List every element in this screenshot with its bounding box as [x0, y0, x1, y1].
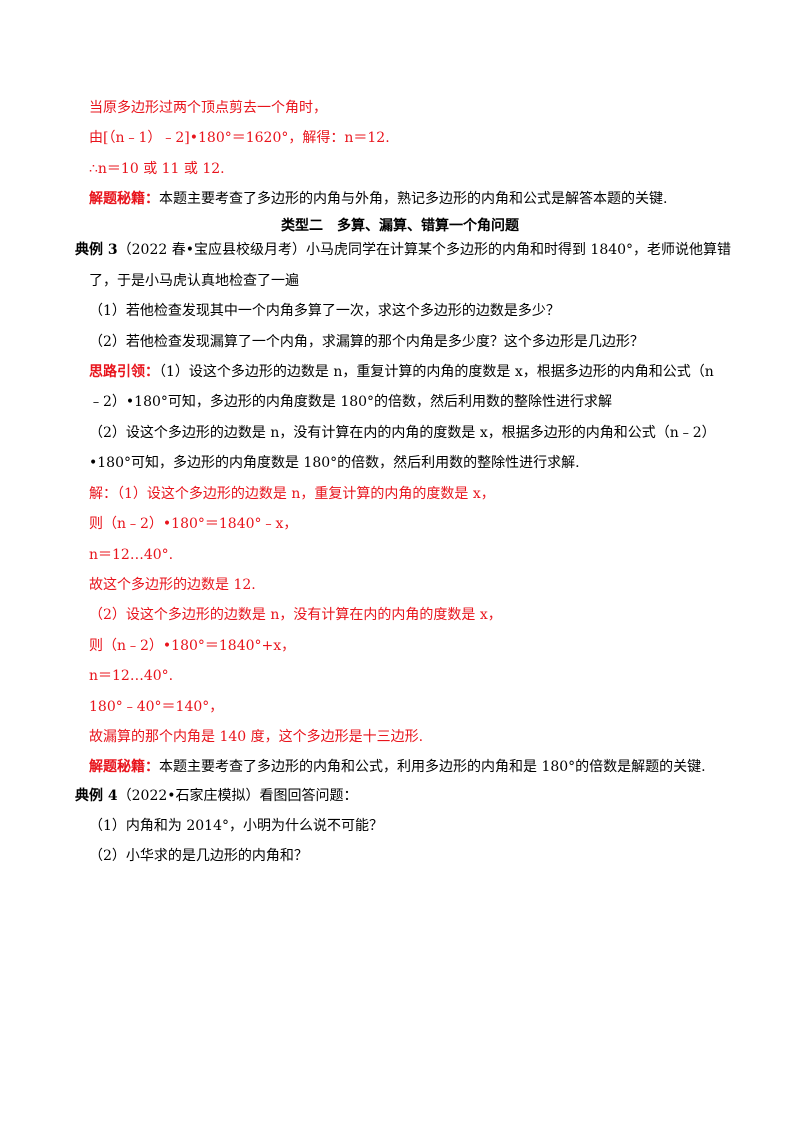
example3-question-1: （1）若他检查发现其中一个内角多算了一次，求这个多边形的边数是多少？ [89, 303, 560, 319]
secret-text: 本题主要考查了多边形的内角和公式，利用多边形的内角和是 180°的倍数是解题的关… [159, 759, 706, 775]
hint-text-1: （1）设这个多边形的边数是 n，重复计算的内角的度数是 x，根据多边形的内角和公… [159, 364, 714, 380]
solution-line-6: 则（n﹣2）•180°＝1840°+x， [89, 638, 296, 654]
example3-intro-line-2: 了，于是小马虎认真地检查了一遍 [89, 273, 299, 289]
example4-question-2: （2）小华求的是几边形的内角和？ [89, 848, 308, 864]
solution-line-3: n＝12…40°. [89, 547, 174, 563]
hint-label: 思路引领： [89, 364, 159, 380]
prev-solution-line-1: 当原多边形过两个顶点剪去一个角时， [89, 100, 327, 116]
secret-text: 本题主要考查了多边形的内角与外角，熟记多边形的内角和公式是解答本题的关键. [159, 191, 668, 207]
example4-label: 典例 4 [75, 788, 118, 804]
example3-secret-paragraph: 解题秘籍：本题主要考查了多边形的内角和公式，利用多边形的内角和是 180°的倍数… [89, 757, 706, 777]
section-title: 类型二 多算、漏算、错算一个角问题 [281, 218, 519, 234]
solution-line-2: 则（n﹣2）•180°＝1840°﹣x， [89, 516, 298, 532]
example4-question-1: （1）内角和为 2014°，小明为什么说不可能？ [89, 818, 383, 834]
solution-line-9: 故漏算的那个内角是 140 度，这个多边形是十三边形. [89, 729, 424, 745]
example3-question-2: （2）若他检查发现漏算了一个内角，求漏算的那个内角是多少度？这个多边形是几边形？ [89, 334, 644, 350]
example3-intro-line-1: 典例 3（2022 春•宝应县校级月考）小马虎同学在计算某个多边形的内角和时得到… [75, 240, 731, 260]
secret-label: 解题秘籍： [89, 191, 159, 207]
example4-intro-text: （2022•石家庄模拟）看图回答问题： [117, 788, 358, 804]
solution-line-8: 180°﹣40°＝140°， [89, 699, 224, 715]
solution-line-7: n＝12…40°. [89, 668, 174, 684]
hint-line-2: ﹣2）•180°可知，多边形的内角度数是 180°的倍数，然后利用数的整除性进行… [89, 394, 613, 410]
secret-label: 解题秘籍： [89, 759, 159, 775]
example3-label: 典例 3 [75, 242, 118, 258]
example3-intro-text: （2022 春•宝应县校级月考）小马虎同学在计算某个多边形的内角和时得到 184… [117, 242, 732, 258]
example4-intro-line: 典例 4（2022•石家庄模拟）看图回答问题： [75, 786, 358, 806]
hint-line-3: （2）设这个多边形的边数是 n，没有计算在内的内角的度数是 x，根据多边形的内角… [89, 425, 716, 441]
solution-line-1: 解：（1）设这个多边形的边数是 n，重复计算的内角的度数是 x， [89, 486, 495, 502]
prev-secret-paragraph: 解题秘籍：本题主要考查了多边形的内角与外角，熟记多边形的内角和公式是解答本题的关… [89, 189, 667, 209]
prev-solution-line-2: 由[（n﹣1）﹣2]•180°＝1620°，解得：n＝12. [89, 130, 390, 146]
solution-line-5: （2）设这个多边形的边数是 n，没有计算在内的内角的度数是 x， [89, 607, 502, 623]
hint-line-4: •180°可知，多边形的内角度数是 180°的倍数，然后利用数的整除性进行求解. [89, 455, 580, 471]
hint-line-1: 思路引领：（1）设这个多边形的边数是 n，重复计算的内角的度数是 x，根据多边形… [89, 362, 714, 382]
prev-solution-line-3: ∴n＝10 或 11 或 12. [89, 161, 225, 177]
solution-line-4: 故这个多边形的边数是 12. [89, 577, 256, 593]
